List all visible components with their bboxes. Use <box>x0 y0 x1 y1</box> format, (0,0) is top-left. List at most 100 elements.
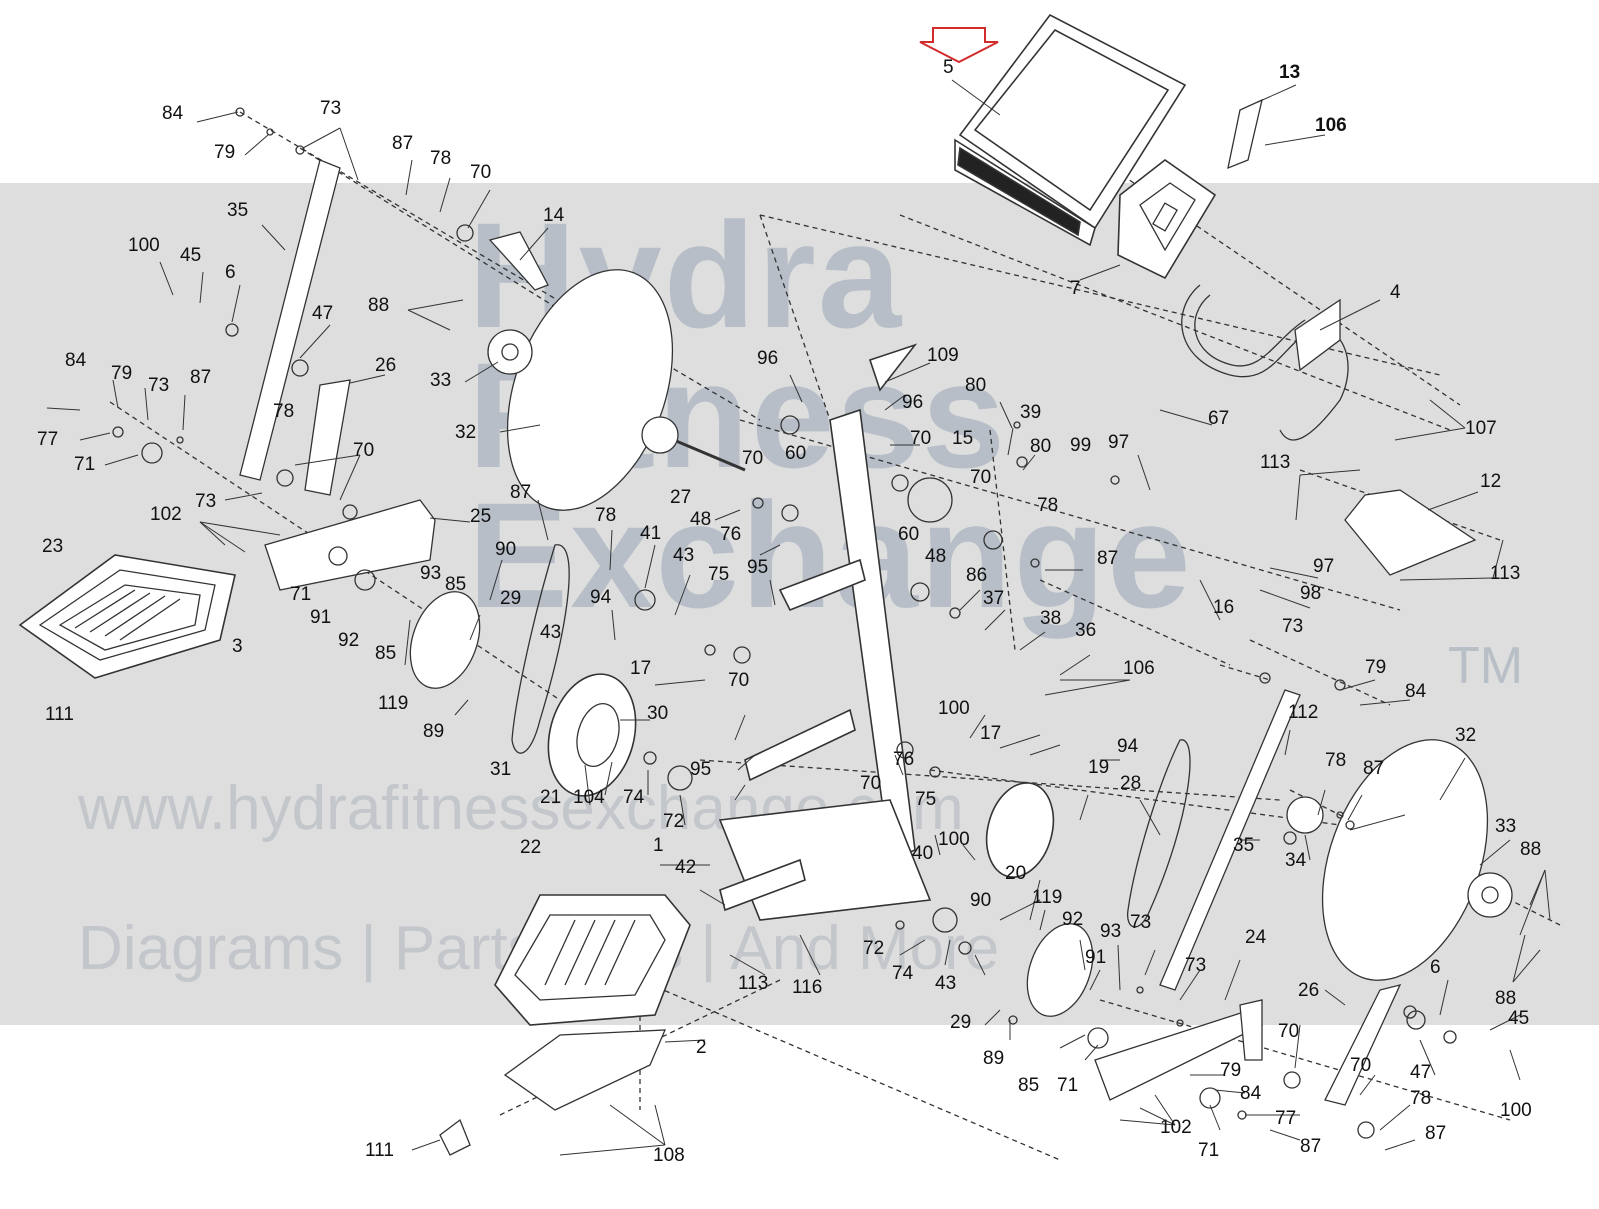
part-callout-75: 75 <box>915 789 937 810</box>
part-callout-73: 73 <box>1185 955 1207 976</box>
part-callout-116: 116 <box>792 977 823 998</box>
part-callout-39: 39 <box>1020 402 1042 423</box>
part-callout-47: 47 <box>312 303 334 324</box>
part-callout-73: 73 <box>148 375 170 396</box>
part-callout-70: 70 <box>1278 1021 1300 1042</box>
part-callout-72: 72 <box>663 811 685 832</box>
part-callout-86: 86 <box>966 565 988 586</box>
part-callout-95: 95 <box>690 759 712 780</box>
part-callout-106: 106 <box>1123 658 1155 679</box>
part-callout-91: 91 <box>1085 947 1107 968</box>
part-callout-24: 24 <box>1245 927 1267 948</box>
part-callout-76: 76 <box>720 524 742 545</box>
part-callout-87: 87 <box>392 133 414 154</box>
part-callout-42: 42 <box>675 857 697 878</box>
part-callout-88: 88 <box>368 295 390 316</box>
part-callout-26: 26 <box>1298 980 1320 1001</box>
part-callout-29: 29 <box>950 1012 972 1033</box>
part-callout-84: 84 <box>162 103 184 124</box>
part-callout-90: 90 <box>495 539 517 560</box>
part-callout-60: 60 <box>898 524 920 545</box>
part-callout-43: 43 <box>673 545 695 566</box>
part-callout-48: 48 <box>925 546 947 567</box>
part-callout-104: 104 <box>573 787 605 808</box>
part-callout-100: 100 <box>938 698 970 719</box>
main-frame <box>718 343 932 921</box>
part-callout-72: 72 <box>863 938 885 959</box>
part-callout-113: 113 <box>1260 452 1291 473</box>
part-callout-43: 43 <box>540 622 562 643</box>
part-callout-47: 47 <box>1410 1062 1432 1083</box>
part-callout-111: 111 <box>45 704 74 725</box>
part-callout-80: 80 <box>1030 436 1052 457</box>
part-callout-30: 30 <box>647 703 669 724</box>
part-callout-79: 79 <box>111 363 133 384</box>
part-callout-6: 6 <box>225 262 236 283</box>
part-callout-74: 74 <box>623 787 645 808</box>
part-callout-45: 45 <box>180 245 202 266</box>
part-callout-87: 87 <box>1097 548 1119 569</box>
part-callout-88: 88 <box>1495 988 1517 1009</box>
part-callout-88: 88 <box>1520 839 1542 860</box>
part-callout-17: 17 <box>630 658 652 679</box>
part-callout-33: 33 <box>1495 816 1517 837</box>
part-callout-102: 102 <box>1160 1117 1192 1138</box>
part-callout-73: 73 <box>1130 912 1152 933</box>
part-callout-111: 111 <box>365 1140 394 1161</box>
left-pedal <box>18 554 236 679</box>
part-callout-20: 20 <box>1005 863 1027 884</box>
part-callout-77: 77 <box>1275 1108 1297 1129</box>
part-callout-23: 23 <box>42 536 64 557</box>
part-callout-94: 94 <box>1117 736 1139 757</box>
part-callout-35: 35 <box>227 200 249 221</box>
part-callout-97: 97 <box>1313 556 1335 577</box>
part-callout-99: 99 <box>1070 435 1092 456</box>
part-callout-100: 100 <box>938 829 970 850</box>
part-callout-76: 76 <box>893 749 915 770</box>
part-callout-96: 96 <box>757 348 779 369</box>
part-callout-94: 94 <box>590 587 612 608</box>
part-callout-6: 6 <box>1430 957 1441 978</box>
part-callout-74: 74 <box>892 963 914 984</box>
part-callout-70: 70 <box>742 448 764 469</box>
part-callout-91: 91 <box>310 607 332 628</box>
part-callout-70: 70 <box>470 162 492 183</box>
part-callout-87: 87 <box>1425 1123 1447 1144</box>
part-callout-2: 2 <box>696 1037 707 1058</box>
part-callout-113: 113 <box>1490 563 1521 584</box>
part-callout-87: 87 <box>190 367 212 388</box>
part-callout-25: 25 <box>470 506 492 527</box>
part-callout-48: 48 <box>690 509 712 530</box>
part-callout-60: 60 <box>785 443 807 464</box>
part-callout-40: 40 <box>912 843 934 864</box>
part-callout-70: 70 <box>1350 1055 1372 1076</box>
part-callout-3: 3 <box>232 636 243 657</box>
part-callout-84: 84 <box>1405 681 1427 702</box>
part-callout-75: 75 <box>708 564 730 585</box>
part-callout-45: 45 <box>1508 1008 1530 1029</box>
part-callout-102: 102 <box>150 504 182 525</box>
part-callout-38: 38 <box>1040 608 1062 629</box>
part-callout-89: 89 <box>983 1048 1005 1069</box>
part-callout-113: 113 <box>738 973 769 994</box>
part-callout-71: 71 <box>1057 1075 1079 1096</box>
part-callout-85: 85 <box>375 643 397 664</box>
part-callout-119: 119 <box>1032 887 1063 908</box>
part-callout-78: 78 <box>595 505 617 526</box>
part-callout-33: 33 <box>430 370 452 391</box>
part-callout-78: 78 <box>1410 1088 1432 1109</box>
part-callout-78: 78 <box>430 148 452 169</box>
part-callout-35: 35 <box>1233 835 1255 856</box>
part-callout-70: 70 <box>728 670 750 691</box>
part-callout-43: 43 <box>935 973 957 994</box>
part-callout-98: 98 <box>1300 583 1322 604</box>
part-callout-73: 73 <box>195 491 217 512</box>
part-callout-95: 95 <box>747 557 769 578</box>
part-callout-28: 28 <box>1120 773 1142 794</box>
part-callout-79: 79 <box>1220 1060 1242 1081</box>
part-callout-112: 112 <box>1288 702 1319 723</box>
part-callout-71: 71 <box>1198 1140 1220 1161</box>
right-pedal <box>494 894 691 1026</box>
